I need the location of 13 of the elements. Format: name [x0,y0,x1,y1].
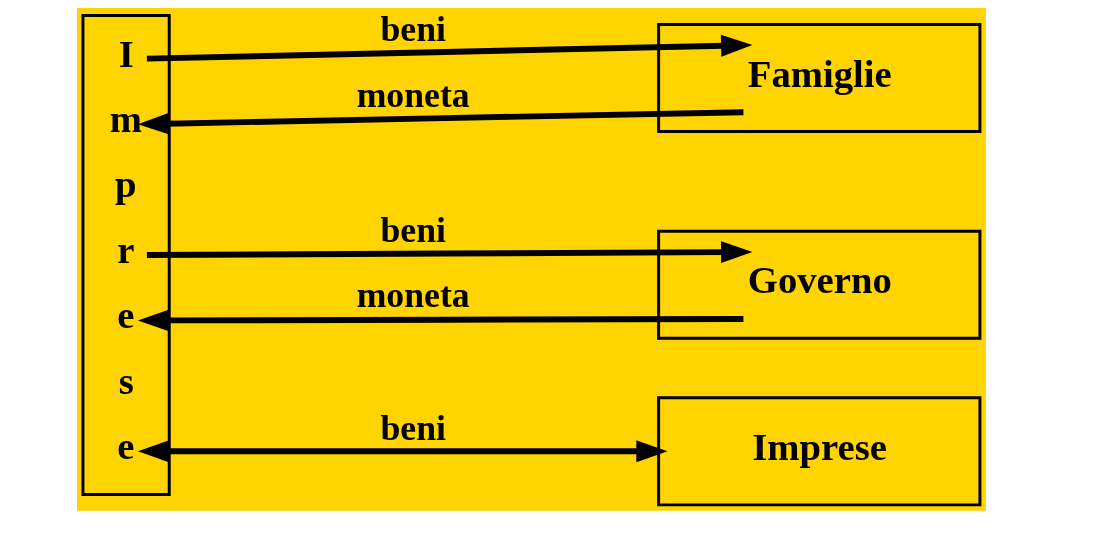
edge-label: beni [379,9,446,50]
arrow [146,34,752,62]
edge-label: beni [379,209,446,250]
arrow [137,109,743,135]
node-box: Governo [656,229,981,340]
arrow [137,309,743,332]
node-box: Famiglie [656,22,981,133]
edge-label: moneta [356,275,470,316]
node-box: Imprese [656,396,981,507]
edge-label: beni [379,407,446,448]
edge-label: moneta [356,74,470,115]
arrow [146,241,752,264]
arrow [137,440,668,463]
